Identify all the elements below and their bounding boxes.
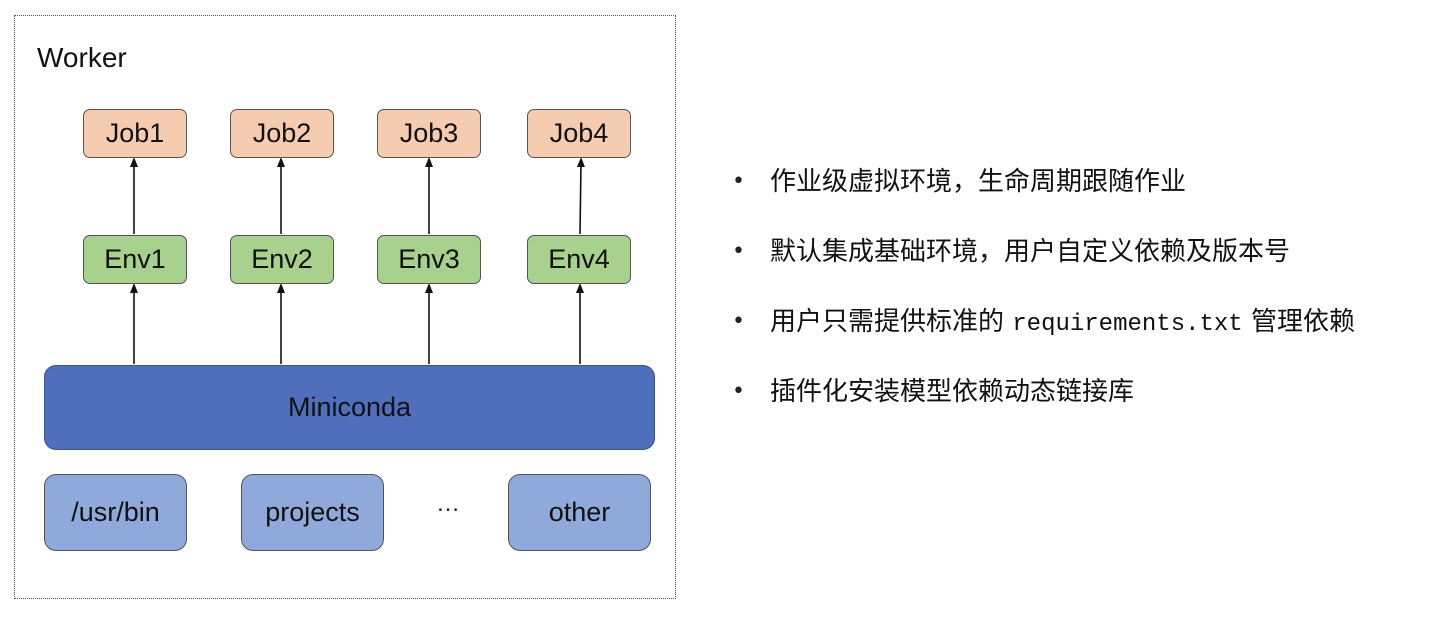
mount-usr-bin: /usr/bin xyxy=(44,474,187,551)
feature-item-4: 插件化安装模型依赖动态链接库 xyxy=(732,370,1355,440)
mount-projects: projects xyxy=(241,474,384,551)
mount-other: other xyxy=(508,474,651,551)
feature-text-3-suffix: 管理依赖 xyxy=(1242,307,1355,337)
job-box-1: Job1 xyxy=(83,109,187,158)
job-box-2: Job2 xyxy=(230,109,334,158)
feature-text-2: 默认集成基础环境，用户自定义依赖及版本号 xyxy=(770,237,1291,267)
env-box-4: Env4 xyxy=(527,235,631,284)
job-box-4: Job4 xyxy=(527,109,631,158)
feature-item-1: 作业级虚拟环境，生命周期跟随作业 xyxy=(732,160,1355,230)
feature-list: 作业级虚拟环境，生命周期跟随作业 默认集成基础环境，用户自定义依赖及版本号 用户… xyxy=(732,160,1355,440)
feature-text-3-prefix: 用户只需提供标准的 xyxy=(770,307,1013,337)
miniconda-layer: Miniconda xyxy=(44,365,655,450)
worker-title: Worker xyxy=(37,42,127,73)
mount-ellipsis: … xyxy=(436,490,460,517)
feature-item-3: 用户只需提供标准的 requirements.txt 管理依赖 xyxy=(732,300,1355,370)
feature-item-2: 默认集成基础环境，用户自定义依赖及版本号 xyxy=(732,230,1355,300)
job-box-3: Job3 xyxy=(377,109,481,158)
env-box-2: Env2 xyxy=(230,235,334,284)
feature-text-1: 作业级虚拟环境，生命周期跟随作业 xyxy=(770,167,1187,197)
arrow-env4-job4 xyxy=(576,157,585,235)
env-box-3: Env3 xyxy=(377,235,481,284)
env-box-1: Env1 xyxy=(83,235,187,284)
requirements-file-name: requirements.txt xyxy=(1012,311,1243,338)
worker-frame xyxy=(14,15,676,599)
feature-text-4: 插件化安装模型依赖动态链接库 xyxy=(770,377,1135,407)
